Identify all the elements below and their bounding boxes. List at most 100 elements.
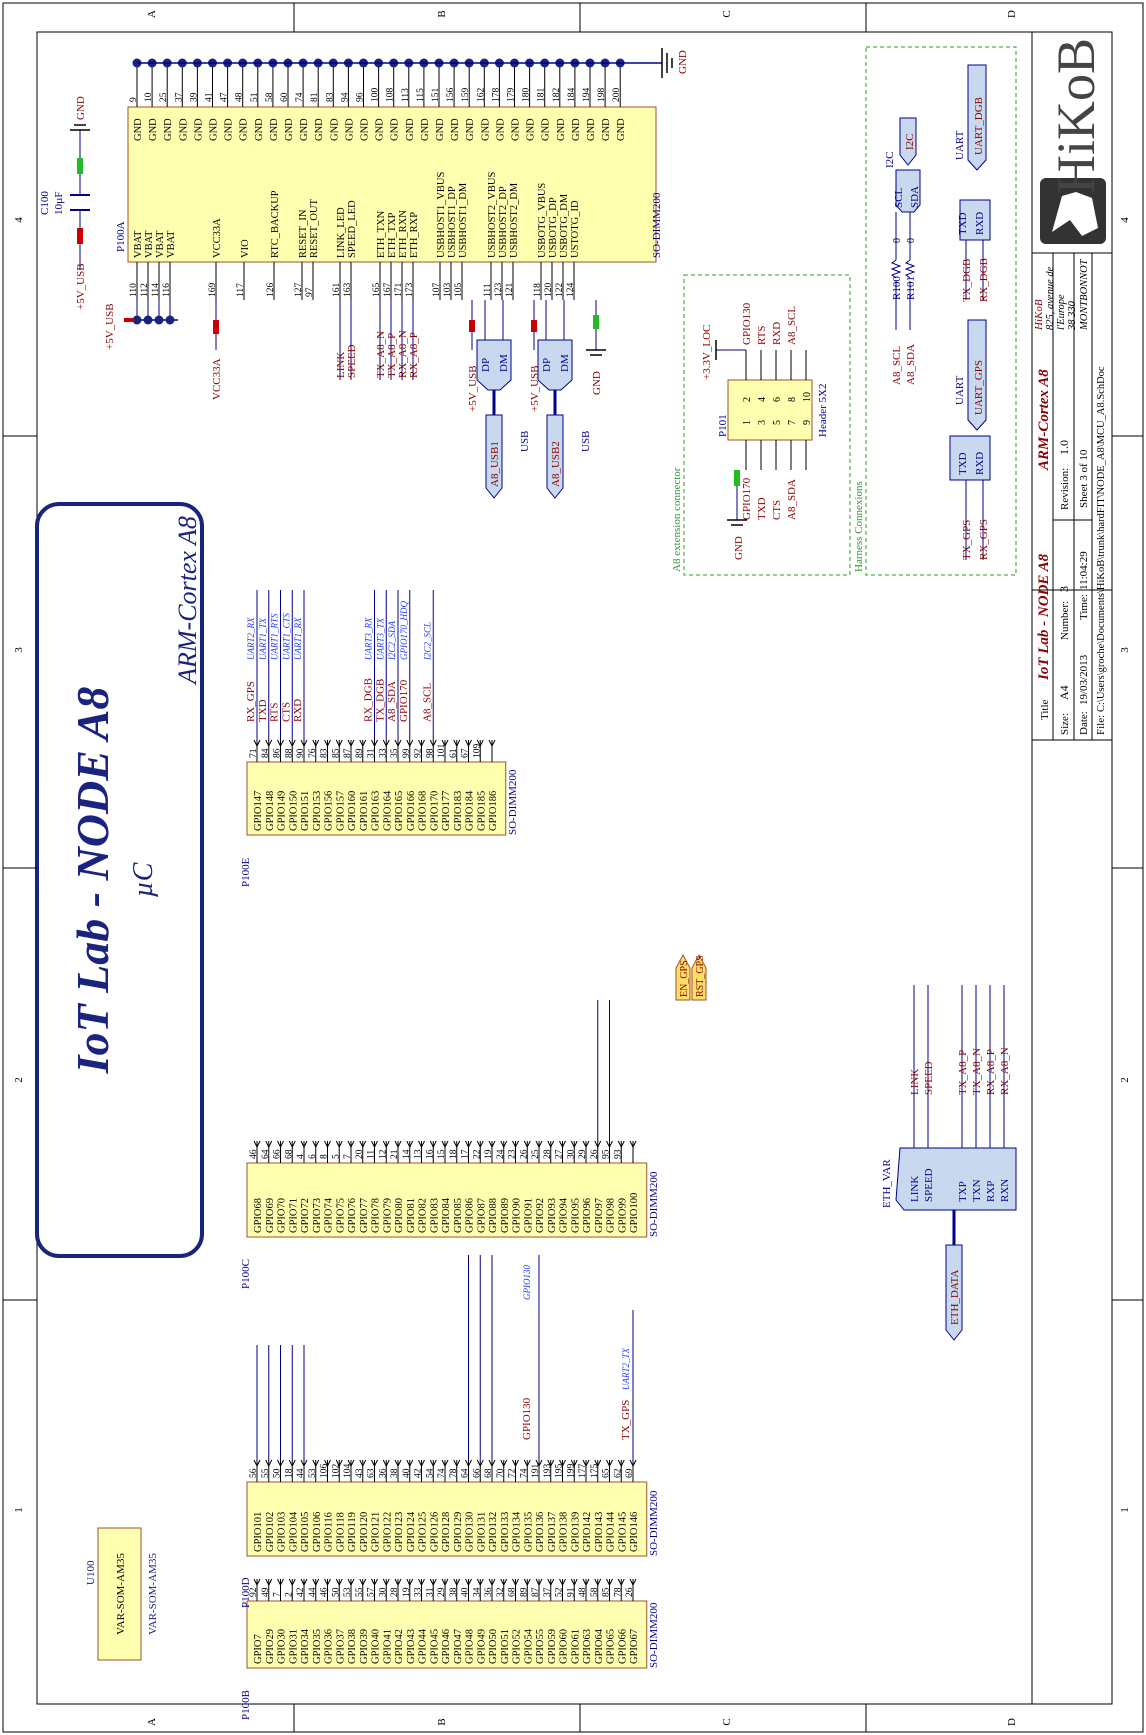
- p100c-pin-name: GPIO82: [418, 1198, 429, 1233]
- p100c-pin-num: 14: [402, 1149, 412, 1159]
- p100b-pin-name: GPIO44: [418, 1628, 429, 1664]
- p100d-pin-arrow: [476, 1459, 484, 1468]
- p100e-pin-arrow: [324, 739, 331, 748]
- p100c-pin-num: 28: [543, 1149, 553, 1159]
- p101-pin-num: 5: [772, 420, 783, 425]
- zone-label-right: 2: [1119, 1077, 1131, 1083]
- p100d-pin-arrow: [465, 1459, 472, 1468]
- eth-net: RX_A8_P: [408, 332, 420, 378]
- p100b-pin-arrow: [418, 1578, 425, 1587]
- p100d-pin-num: 62: [613, 1468, 623, 1478]
- p100c-pin-num: 95: [602, 1149, 612, 1159]
- p100d-pin-arrow: [335, 1459, 343, 1468]
- p100a-gnd-name: GND: [178, 118, 189, 141]
- p100c-pin-arrow: [359, 1140, 367, 1149]
- red-marker: [531, 320, 537, 332]
- p100a-pin-name: USBHOST2_DP: [498, 186, 509, 258]
- p100d-pin-arrow: [606, 1459, 613, 1468]
- usb-tag: USB: [580, 431, 592, 452]
- uart-dgb-rxd: RXD: [974, 212, 986, 235]
- eth-net: RX_A8_N: [397, 330, 409, 378]
- red-marker: [124, 318, 134, 322]
- p100d-pin-num: 53: [308, 1468, 318, 1478]
- p100b-pin-arrow: [253, 1578, 261, 1587]
- usb-port-label: A8_USB2: [550, 441, 562, 487]
- p100b-pin-name: GPIO61: [570, 1629, 581, 1664]
- usb-dp: DP: [480, 358, 492, 372]
- eth-net: RX_A8_N: [999, 1047, 1011, 1095]
- p100b-pin-arrow: [512, 1578, 519, 1587]
- p100c-pin-name: GPIO88: [488, 1198, 499, 1233]
- i2c-net: A8_SDA: [905, 344, 917, 385]
- p100b-pin-arrow: [347, 1578, 355, 1587]
- p100a-ref: P100A: [115, 221, 127, 252]
- p100d-pin-num: 68: [484, 1468, 494, 1478]
- p100c-pin-name: GPIO99: [617, 1198, 628, 1233]
- p100d-pin-name: GPIO143: [594, 1512, 605, 1552]
- p100e-pin-name: GPIO151: [300, 791, 311, 831]
- p100e-pin-name: GPIO185: [476, 791, 487, 831]
- i2c-bus: I2C: [884, 152, 896, 169]
- p100e-pin-arrow: [371, 739, 378, 748]
- p100a-pin-num: 111: [483, 283, 493, 297]
- p100a-pin-name: VCC33A: [212, 218, 223, 258]
- p100b-pin-name: GPIO30: [277, 1629, 288, 1664]
- p100e-pin-arrow: [265, 739, 273, 748]
- p100a-pin-num: 122: [555, 283, 565, 298]
- tb-time: 11:04:29: [1078, 551, 1090, 590]
- vbat-net: +5V_USB: [104, 303, 116, 350]
- p101-ref: P101: [717, 414, 729, 437]
- p101-net: A8_SCL: [786, 306, 798, 345]
- p100e-note: UART1_TX: [258, 617, 268, 660]
- p100d-pin-num: 175: [590, 1464, 600, 1479]
- p100d-pin-num: 50: [273, 1468, 283, 1478]
- p100a-pin-num: 169: [208, 283, 218, 298]
- p100c-pin-num: 8: [320, 1154, 330, 1159]
- p100c-pin-name: GPIO89: [500, 1198, 511, 1233]
- p100b-pin-num: 50: [331, 1587, 341, 1597]
- p100c-pin-arrow: [547, 1140, 555, 1149]
- p100d-pin-arrow: [512, 1459, 519, 1468]
- tb-address: MONTBONNOT: [1079, 258, 1090, 331]
- p100b-pin-name: GPIO54: [523, 1628, 534, 1664]
- p100b-pin-arrow: [547, 1578, 555, 1587]
- p100b-pin-arrow: [300, 1578, 308, 1587]
- p100b-pin-name: GPIO63: [582, 1629, 593, 1664]
- p100b-pin-name: GPIO60: [559, 1629, 570, 1664]
- eth-net: TX_A8_N: [971, 1048, 983, 1095]
- p100e-pin-name: GPIO168: [418, 791, 429, 831]
- eth-port-label: ETH_DATA: [949, 1270, 961, 1325]
- eth-net: TX_A8_P: [386, 333, 398, 378]
- p100c-pin-arrow: [582, 1140, 590, 1149]
- i2c-sda: SDA: [909, 186, 921, 208]
- usb-dp: DP: [541, 358, 553, 372]
- p100a-gnd-num: 74: [295, 92, 305, 102]
- p100e-pin-arrow: [312, 739, 320, 748]
- p100e-pin-arrow: [441, 739, 449, 748]
- p100d-pin-arrow: [559, 1459, 566, 1468]
- tb-company: HiKoB: [1033, 299, 1045, 331]
- p100d-pin-num: 72: [508, 1468, 518, 1478]
- vbat-dot: [154, 315, 164, 325]
- uart-dgb-txd: TXD: [957, 212, 969, 235]
- p100e-pin-name: GPIO148: [265, 791, 276, 831]
- p100b-pin-arrow: [606, 1578, 613, 1587]
- p100c-footer: SO-DIMM200: [648, 1171, 660, 1237]
- p100d-pin-arrow: [324, 1459, 331, 1468]
- p100e-pin-arrow: [359, 739, 367, 748]
- p100b-pin-arrow: [359, 1578, 367, 1587]
- p100d-pin-num: 74: [519, 1468, 529, 1478]
- usb-port: [546, 414, 564, 499]
- p100b-pin-num: 33: [414, 1587, 424, 1597]
- logo-icon: [1052, 192, 1098, 236]
- p100c-pin-num: 29: [578, 1149, 588, 1159]
- p100d-pin-arrow: [594, 1459, 602, 1468]
- p100e-note: UART3_RX: [364, 617, 374, 660]
- p100e-ref: P100E: [240, 857, 252, 887]
- zone-label-bottom: A: [146, 1718, 158, 1726]
- p100e-pin-num: 85: [331, 748, 341, 758]
- p100c-pin-name: GPIO98: [606, 1198, 617, 1233]
- p100c-pin-arrow: [253, 1140, 261, 1149]
- p100d-pin-name: GPIO120: [359, 1512, 370, 1552]
